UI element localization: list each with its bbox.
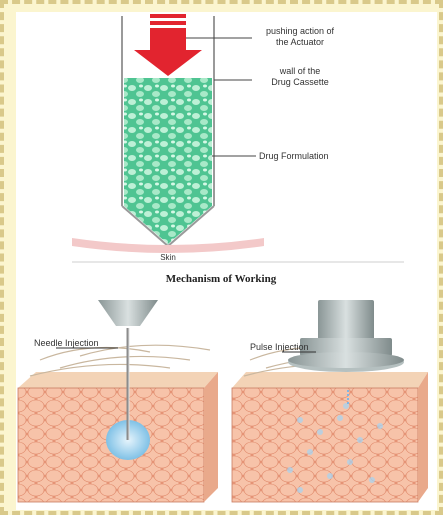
pulse-injection-label: Pulse Injection: [250, 342, 309, 352]
label-formulation: Drug Formulation: [259, 151, 329, 161]
needle-injection-label: Needle Injection: [34, 338, 99, 348]
mechanism-caption: Mechanism of Working: [166, 273, 277, 285]
label-skin: Skin: [160, 253, 176, 262]
actuator-arrow-icon: [134, 14, 202, 76]
label-actuator-1: pushing action of: [266, 26, 335, 36]
label-actuator-2: the Actuator: [276, 37, 324, 47]
label-wall-2: Drug Cassette: [271, 77, 329, 87]
label-wall-1: wall of the: [279, 66, 321, 76]
needle-injection-illustration: [18, 300, 218, 502]
pulse-injection-illustration: [232, 300, 428, 502]
